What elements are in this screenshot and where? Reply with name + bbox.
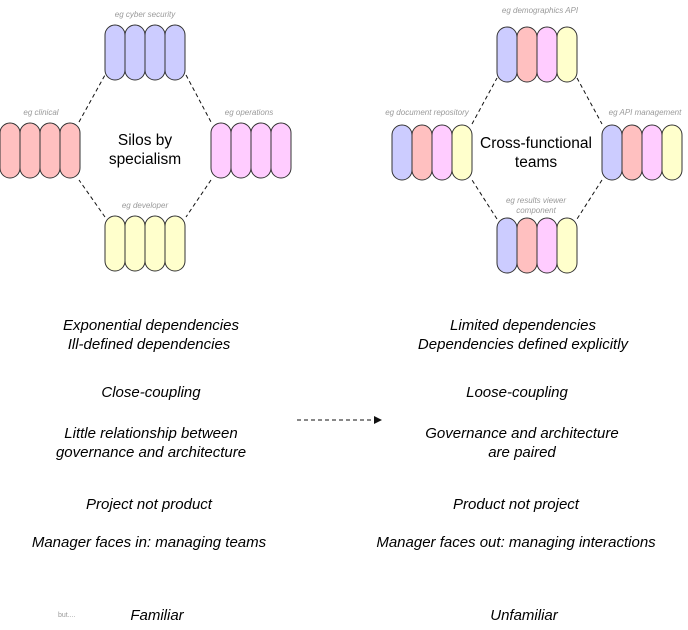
left-connectors bbox=[78, 74, 212, 218]
pill-yellow bbox=[661, 124, 683, 181]
cluster-bottom-label: eg developer bbox=[122, 201, 169, 210]
pill-red bbox=[516, 26, 538, 83]
pill-red bbox=[19, 122, 41, 179]
connector-left-top bbox=[471, 77, 498, 125]
pill-red bbox=[39, 122, 61, 179]
pill-yellow bbox=[144, 215, 166, 272]
connector-bottom-left bbox=[78, 179, 106, 218]
cluster-left-label: eg document repository bbox=[385, 108, 470, 117]
cluster-left bbox=[391, 124, 473, 181]
right-row6: Unfamiliar bbox=[490, 607, 559, 624]
comparison-right: Limited dependencies Dependencies define… bbox=[376, 317, 656, 624]
but-note: but.... bbox=[58, 612, 76, 619]
pill-blue bbox=[496, 26, 518, 83]
right-row1b: Dependencies defined explicitly bbox=[418, 336, 630, 353]
left-row1b: Ill-defined dependencies bbox=[68, 336, 231, 353]
cluster-bottom-label-line2: component bbox=[516, 206, 556, 215]
pill-magenta bbox=[641, 124, 663, 181]
pill-red bbox=[621, 124, 643, 181]
pill-red bbox=[59, 122, 81, 179]
cluster-right bbox=[210, 122, 292, 179]
pill-magenta bbox=[536, 217, 558, 274]
cluster-top-label: eg cyber security bbox=[115, 10, 176, 19]
connector-right-bottom bbox=[576, 179, 603, 220]
pill-yellow bbox=[556, 217, 578, 274]
pill-blue bbox=[391, 124, 413, 181]
right-row3a: Governance and architecture bbox=[425, 425, 618, 442]
pill-magenta bbox=[536, 26, 558, 83]
left-row1a: Exponential dependencies bbox=[63, 317, 239, 334]
pill-magenta bbox=[210, 122, 232, 179]
cluster-right bbox=[601, 124, 683, 181]
pill-yellow bbox=[124, 215, 146, 272]
connector-top-right bbox=[576, 77, 603, 125]
pill-red bbox=[516, 217, 538, 274]
cluster-bottom bbox=[104, 215, 186, 272]
pill-blue bbox=[601, 124, 623, 181]
connector-left-top bbox=[78, 74, 106, 123]
right-row3b: are paired bbox=[488, 444, 556, 461]
connector-right-bottom bbox=[185, 179, 212, 218]
left-row3b: governance and architecture bbox=[56, 444, 246, 461]
left-row6: Familiar bbox=[130, 607, 184, 624]
right-row5: Manager faces out: managing interactions bbox=[376, 534, 656, 551]
cluster-bottom-label-line1: eg results viewer bbox=[506, 196, 566, 205]
left-center-line2: specialism bbox=[109, 151, 181, 168]
pill-yellow bbox=[104, 215, 126, 272]
cluster-top bbox=[104, 24, 186, 81]
right-diagram: eg demographics API eg document reposito… bbox=[385, 6, 683, 274]
left-row3a: Little relationship between bbox=[64, 425, 237, 442]
pill-magenta bbox=[270, 122, 292, 179]
left-row4: Project not product bbox=[86, 496, 213, 513]
cluster-bottom bbox=[496, 217, 578, 274]
pill-blue bbox=[124, 24, 146, 81]
right-row4: Product not project bbox=[453, 496, 580, 513]
left-row5: Manager faces in: managing teams bbox=[32, 534, 267, 551]
pill-blue bbox=[144, 24, 166, 81]
left-center-line1: Silos by bbox=[118, 132, 173, 149]
connector-top-right bbox=[185, 74, 212, 123]
left-row2: Close-coupling bbox=[101, 384, 201, 401]
right-center-line2: teams bbox=[515, 154, 557, 171]
cluster-left bbox=[0, 122, 81, 179]
connector-bottom-left bbox=[471, 179, 498, 220]
cluster-top bbox=[496, 26, 578, 83]
pill-red bbox=[0, 122, 21, 179]
right-row2: Loose-coupling bbox=[466, 384, 568, 401]
cluster-right-label: eg API management bbox=[609, 108, 682, 117]
left-diagram: eg cyber security eg clinical eg operati… bbox=[0, 10, 292, 272]
cluster-left-label: eg clinical bbox=[23, 108, 58, 117]
pill-yellow bbox=[164, 215, 186, 272]
pill-blue bbox=[496, 217, 518, 274]
pill-yellow bbox=[556, 26, 578, 83]
pill-magenta bbox=[431, 124, 453, 181]
right-connectors bbox=[471, 77, 603, 220]
pill-magenta bbox=[230, 122, 252, 179]
right-row1a: Limited dependencies bbox=[450, 317, 596, 334]
pill-red bbox=[411, 124, 433, 181]
comparison-left: Exponential dependencies Ill-defined dep… bbox=[32, 317, 267, 624]
pill-blue bbox=[164, 24, 186, 81]
pill-blue bbox=[104, 24, 126, 81]
pill-yellow bbox=[451, 124, 473, 181]
cluster-right-label: eg operations bbox=[225, 108, 273, 117]
right-center-line1: Cross-functional bbox=[480, 135, 592, 152]
cluster-top-label: eg demographics API bbox=[502, 6, 579, 15]
pill-magenta bbox=[250, 122, 272, 179]
